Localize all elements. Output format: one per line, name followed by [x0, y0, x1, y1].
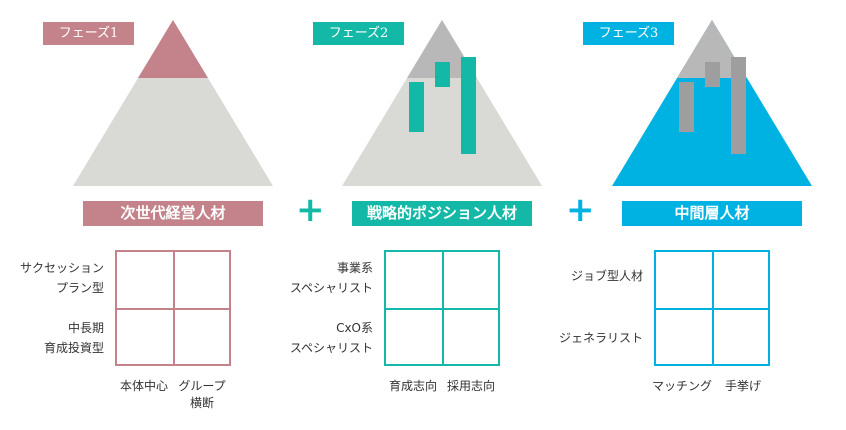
phase3-y-label: ジョブ型人材: [570, 269, 643, 283]
phase1-category-bar: 次世代経営人材: [83, 201, 263, 226]
phase2-pillar: [461, 57, 476, 154]
phase3-peak: [677, 20, 747, 78]
phase2-tag: フェーズ2: [313, 22, 404, 45]
phase3-x-label: マッチング: [651, 379, 712, 393]
phase3-tag: フェーズ3: [583, 22, 674, 45]
phase1-mountain: [73, 20, 273, 186]
phase3-pillar: [705, 62, 720, 87]
phase2-pillar: [435, 62, 450, 87]
phase3-y-label: ジェネラリスト: [558, 331, 643, 345]
phase2-pillar: [409, 82, 424, 132]
phase1-matrix: [115, 250, 231, 366]
phase2-x-label: 採用志向: [446, 379, 495, 393]
phase3-x-label: 手挙げ: [724, 379, 761, 393]
phase3-pillar: [679, 82, 694, 132]
phase2-category-bar: 戦略的ポジション人材: [352, 201, 532, 226]
phase1-tag: フェーズ1: [43, 22, 134, 45]
phase2-matrix: [384, 250, 500, 366]
phase2-y-label: CxO系スペシャリスト: [289, 321, 373, 355]
phase2-mountain: [342, 20, 542, 186]
plus-icon: +: [566, 190, 595, 230]
phase2-y-label: 事業系スペシャリスト: [289, 261, 373, 295]
phase1-y-label: サクセッションプラン型: [19, 261, 104, 295]
phase3-matrix: [654, 250, 770, 366]
plus-icon: +: [296, 190, 325, 230]
phase1-peak: [138, 20, 208, 78]
phase1-x-label: 本体中心: [119, 379, 168, 393]
phase2-x-label: 育成志向: [388, 379, 437, 393]
phase1-y-label: 中長期育成投資型: [43, 321, 104, 355]
phase3-category-bar: 中間層人材: [622, 201, 802, 226]
phase3-mountain: [612, 20, 812, 186]
phase1-x-label: グループ横断: [178, 379, 226, 410]
phase2-peak: [407, 20, 477, 78]
phase3-pillar: [731, 57, 746, 154]
